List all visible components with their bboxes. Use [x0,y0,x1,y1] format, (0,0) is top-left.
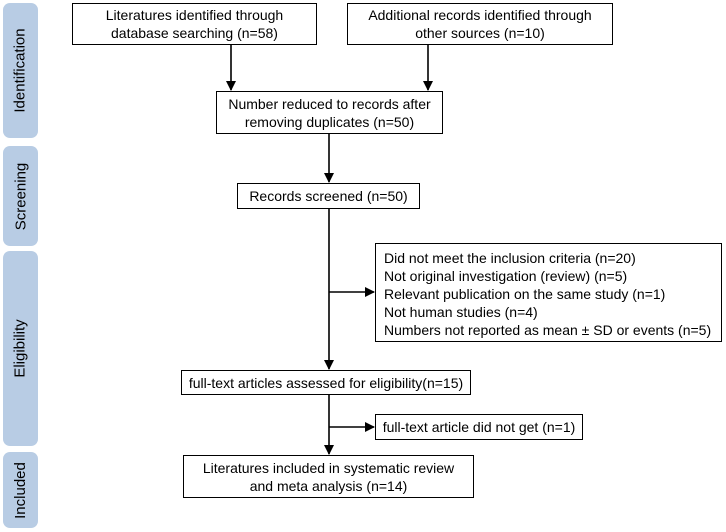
records-screened-box: Records screened (n=50) [237,183,420,209]
stage-eligibility-label: Eligibility [12,319,30,378]
stage-screening-label: Screening [12,162,30,230]
excluded-reason-1: Did not meet the inclusion criteria (n=2… [384,250,636,266]
fulltext-assessed-line: full-text articles assessed for eligibil… [188,374,464,391]
excluded-reason-5: Numbers not reported as mean ± SD or eve… [384,322,712,338]
fulltext-not-obtained-line: full-text article did not get (n=1) [382,419,576,435]
duplicates-removed-line-1: Number reduced to records after [228,95,431,112]
stage-included-label: Included [12,461,29,519]
stage-eligibility: Eligibility [3,251,38,446]
duplicates-removed-line-2: removing duplicates (n=50) [244,113,415,130]
records-screened-line: Records screened (n=50) [249,188,408,204]
database-search-box: Literatures identified through database … [72,3,317,45]
fulltext-not-obtained-box: full-text article did not get (n=1) [375,414,583,440]
stage-identification: Identification [3,3,38,138]
studies-included-line-2: and meta analysis (n=14) [249,477,408,494]
other-sources-line-2: other sources (n=10) [415,25,545,41]
excluded-reason-3: Relevant publication on the same study (… [384,286,666,302]
fulltext-assessed-box: full-text articles assessed for eligibil… [181,370,471,395]
database-search-line-1: Literatures identified through [105,7,284,23]
database-search-line-2: database searching (n=58) [111,25,278,41]
duplicates-removed-box: Number reduced to records after removing… [216,91,443,134]
excluded-reason-2: Not original investigation (review) (n=5… [384,268,628,284]
studies-included-box: Literatures included in systematic revie… [183,455,474,498]
other-sources-line-1: Additional records identified through [368,7,592,23]
stage-screening: Screening [3,146,38,246]
excluded-records-box: Did not meet the inclusion criteria (n=2… [375,243,722,342]
excluded-reason-4: Not human studies (n=4) [384,304,538,320]
other-sources-box: Additional records identified through ot… [347,3,613,45]
stage-included: Included [3,452,38,528]
studies-included-line-1: Literatures included in systematic revie… [202,459,455,476]
stage-identification-label: Identification [12,28,30,113]
